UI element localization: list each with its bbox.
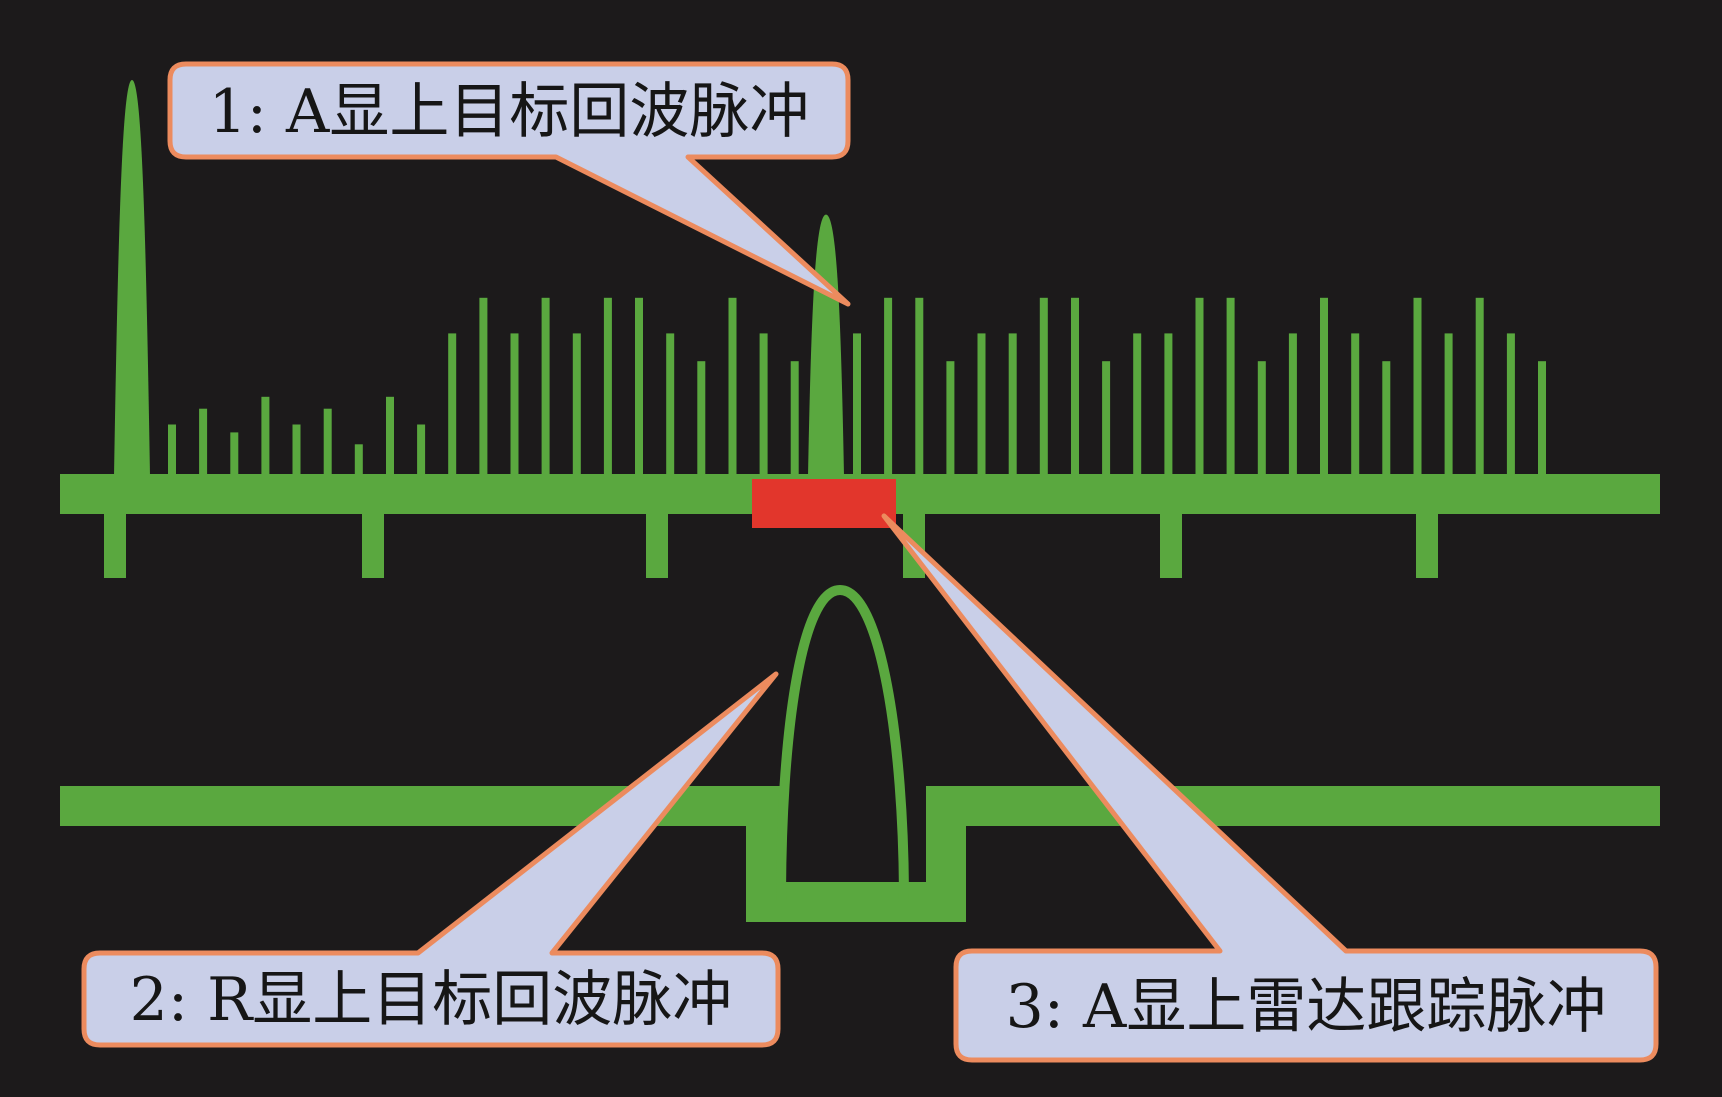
- callout-a-scope-echo: 1: A显上目标回波脉冲: [167, 61, 851, 307]
- clutter-pulse: [635, 297, 643, 480]
- clutter-pulse: [541, 297, 550, 480]
- clutter-pulse: [386, 396, 394, 480]
- clutter-pulse: [946, 361, 955, 480]
- clutter-pulse: [417, 424, 426, 480]
- clutter-pulse: [1444, 333, 1453, 480]
- clutter-pulse: [1288, 333, 1297, 480]
- clutter-pulse: [323, 408, 332, 480]
- clutter-pulse: [884, 297, 893, 480]
- callout-r-scope-echo: 2: R显上目标回波脉冲: [81, 671, 781, 1048]
- clutter-pulse: [1320, 297, 1328, 480]
- clutter-pulse: [1382, 361, 1391, 480]
- callout-bubble: [81, 671, 781, 1048]
- clutter-pulse: [292, 424, 301, 480]
- callout-bubble: [167, 61, 851, 307]
- clutter-pulse: [199, 408, 208, 480]
- clutter-pulse: [1164, 333, 1173, 480]
- clutter-pulse: [1039, 297, 1048, 480]
- clutter-pulse: [510, 333, 519, 480]
- clutter-pulse: [479, 297, 488, 480]
- clutter-pulse: [728, 297, 737, 480]
- clutter-pulse: [603, 297, 612, 480]
- clutter-pulse: [977, 333, 986, 480]
- clutter-pulse: [853, 333, 861, 480]
- callout-label: 2: R显上目标回波脉冲: [130, 965, 733, 1035]
- clutter-pulse: [1008, 333, 1017, 480]
- clutter-pulse: [1351, 333, 1360, 480]
- callout-label: 3: A显上雷达跟踪脉冲: [1006, 972, 1607, 1042]
- clutter-pulse: [448, 333, 457, 480]
- a-scope-clutter-pulses: [168, 297, 1546, 480]
- callout-label: 1: A显上目标回波脉冲: [209, 77, 810, 147]
- clutter-pulse: [1257, 361, 1266, 480]
- callout-a-scope-tracking: 3: A显上雷达跟踪脉冲: [881, 513, 1659, 1063]
- clutter-pulse: [1195, 297, 1204, 480]
- clutter-pulse: [261, 396, 270, 480]
- clutter-pulse: [230, 432, 239, 480]
- clutter-pulse: [1413, 297, 1422, 480]
- r-scope-target-echo: [776, 584, 909, 903]
- clutter-pulse: [1102, 361, 1111, 480]
- a-scope-trace: [60, 80, 1660, 578]
- clutter-pulse: [572, 333, 581, 480]
- tracking-gate-pulse: [752, 479, 896, 528]
- range-mark: [646, 500, 668, 578]
- clutter-pulse: [1133, 333, 1142, 480]
- callout-bubble: [881, 513, 1659, 1063]
- clutter-pulse: [168, 424, 176, 480]
- range-mark: [104, 500, 126, 578]
- a-scope-range-marks: [104, 500, 1438, 578]
- clutter-pulse: [1538, 361, 1546, 480]
- clutter-pulse: [1506, 333, 1515, 480]
- clutter-pulse: [790, 361, 799, 480]
- clutter-pulse: [666, 333, 675, 480]
- clutter-pulse: [1475, 297, 1484, 480]
- main-bang-pulse: [114, 80, 150, 476]
- range-mark: [1160, 500, 1182, 578]
- clutter-pulse: [1071, 297, 1079, 480]
- clutter-pulse: [759, 333, 768, 480]
- range-mark: [1416, 500, 1438, 578]
- range-mark: [362, 500, 384, 578]
- clutter-pulse: [354, 444, 363, 480]
- clutter-pulse: [1226, 297, 1235, 480]
- clutter-pulse: [915, 297, 924, 480]
- clutter-pulse: [697, 361, 706, 480]
